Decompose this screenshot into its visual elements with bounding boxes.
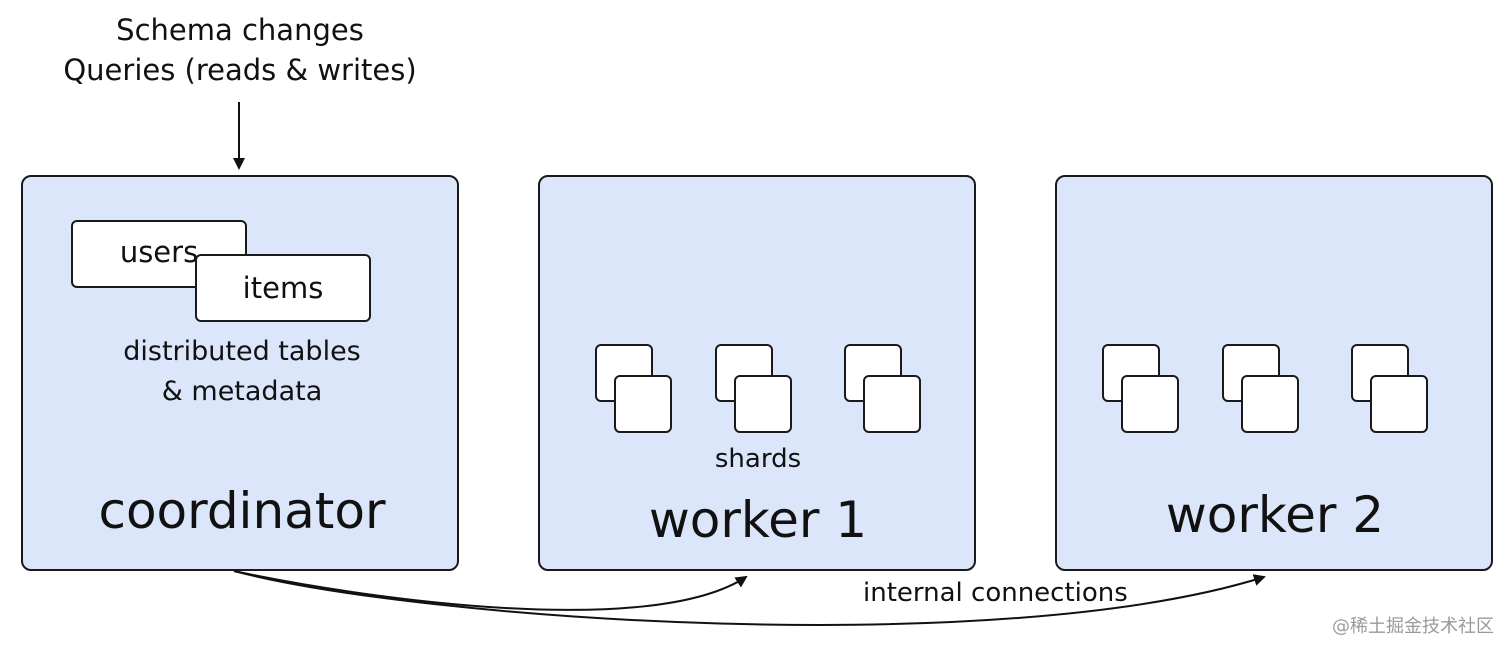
shard — [863, 375, 921, 433]
table-card-items: items — [195, 254, 371, 322]
worker-2-node: worker 2 — [1055, 175, 1493, 571]
input-label-queries: Queries (reads & writes) — [63, 53, 417, 87]
table-name-users: users — [119, 235, 199, 269]
metadata-label-line2: & metadata — [161, 376, 323, 407]
internal-connections-label: internal connections — [863, 578, 1128, 608]
worker-1-label: worker 1 — [648, 491, 868, 549]
input-label-schema-changes: Schema changes — [116, 13, 364, 47]
table-name-items: items — [242, 271, 324, 305]
worker-1-node: shards worker 1 — [538, 175, 976, 571]
shard — [1370, 375, 1428, 433]
metadata-label-line1: distributed tables — [123, 336, 361, 367]
shard — [614, 375, 672, 433]
arrow-to-worker-1 — [233, 570, 748, 611]
watermark: @稀土掘金技术社区 — [1332, 616, 1494, 637]
coordinator-node: users items distributed tables & metadat… — [21, 175, 459, 571]
shard — [1121, 375, 1179, 433]
worker-2-label: worker 2 — [1165, 486, 1385, 544]
shard — [734, 375, 792, 433]
shard — [1241, 375, 1299, 433]
shards-label: shards — [714, 444, 802, 474]
coordinator-label: coordinator — [98, 482, 386, 540]
arrow-to-worker-2 — [233, 570, 1266, 626]
